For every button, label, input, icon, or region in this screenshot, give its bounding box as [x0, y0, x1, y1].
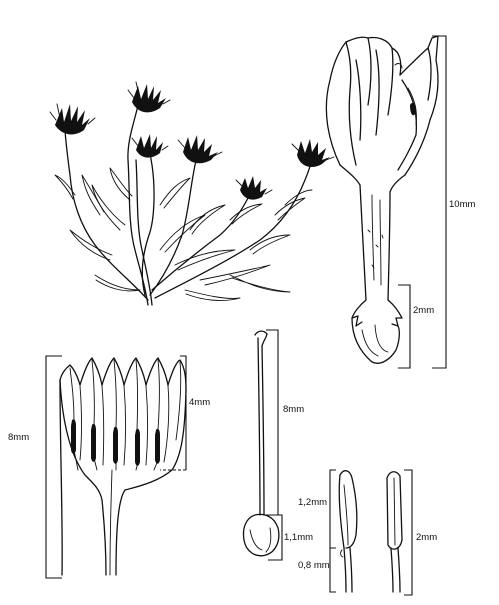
plant-habit-drawing [49, 81, 335, 306]
style-length-label: 8mm [283, 404, 304, 415]
flower-head [177, 135, 223, 164]
filament-length-scale-bar [329, 547, 336, 593]
ovary-length-label: 1,1mm [284, 532, 313, 543]
corolla-base-scale-bar [398, 284, 411, 369]
flower-head [131, 134, 169, 158]
opened-corolla-scale-bar [45, 355, 62, 579]
corolla-drawing: 10mm 2mm [325, 35, 475, 369]
corolla-length-scale-bar [432, 35, 447, 369]
style-length-scale-bar [266, 329, 279, 516]
flower-head [49, 103, 96, 135]
flower-head [127, 81, 171, 113]
stamen-drawing: 1,2mm 0,8 mm 2mm [298, 469, 437, 596]
lobe-length-label: 4mm [189, 397, 210, 408]
flower-head [291, 139, 335, 167]
opened-corolla-drawing: 8mm 4mm [8, 355, 210, 579]
anther-length-scale-bar [329, 469, 336, 549]
lobe-length-scale-bar [180, 355, 187, 470]
flower-head [235, 176, 273, 200]
stamen-length-scale-bar [404, 469, 413, 596]
corolla-base-label: 2mm [413, 305, 434, 316]
corolla-length-label: 10mm [449, 199, 475, 210]
filament-length-label: 0,8 mm [298, 560, 330, 571]
ovary-length-scale-bar [268, 514, 283, 561]
anther-length-label: 1,2mm [298, 497, 327, 508]
stamen-length-label: 2mm [416, 532, 437, 543]
style-ovary-drawing: 8mm 1,1mm [242, 329, 313, 561]
opened-corolla-label: 8mm [8, 432, 29, 443]
